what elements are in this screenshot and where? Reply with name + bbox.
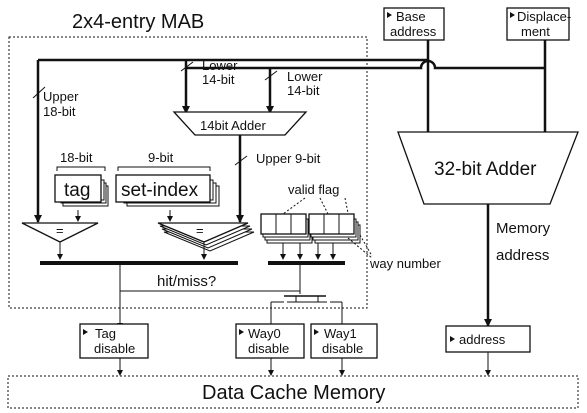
address-register: address [445,325,531,353]
tag-comparator-eq: = [56,223,64,238]
adder-32bit-label: 32-bit Adder [434,159,537,180]
way0-disable-register: Way0 disable [235,323,305,359]
base-address-register: Base address [383,7,445,41]
mab-boundary [8,36,368,309]
bits18-label: 18-bit [60,150,93,165]
tag-comparator [21,222,99,243]
way1-disable-label-2: disable [322,341,363,356]
lower14-label-b2: 14-bit [287,83,320,98]
way0-disable-label-2: disable [248,341,289,356]
address-register-label: address [459,332,506,347]
way1-disable-label-1: Way1 [324,326,357,341]
adder-14bit [172,111,308,136]
adder-32bit [397,131,579,205]
bits9-label: 9-bit [148,150,174,165]
set-index-comparator [157,222,249,243]
way-number-label: way number [369,256,441,271]
tag-label: tag [64,180,90,201]
adder-14bit-label: 14bit Adder [200,118,266,133]
lower14-label-a2: 14-bit [202,72,235,87]
tag-disable-label-1: Tag [95,326,116,341]
lower14-label-a1: Lower [202,58,238,73]
memory-address-label-2: address [496,247,549,264]
base-address-label-2: address [390,24,437,39]
tag-disable-label-2: disable [94,341,135,356]
mab-title: 2x4-entry MAB [72,11,204,33]
memory-address-label-1: Memory [496,220,551,237]
lower14-label-b1: Lower [287,69,323,84]
displacement-label-2: ment [521,24,550,39]
valid-flag-label: valid flag [288,182,339,197]
displacement-register: Displace- ment [506,7,571,41]
valid-flag-array [260,213,361,244]
set-index-label: set-index [121,180,199,201]
upper18-label-2: 18-bit [43,104,76,119]
displacement-label-1: Displace- [517,9,571,24]
upper9-label: Upper 9-bit [256,151,321,166]
set-index-comparator-eq: = [196,223,204,238]
tag-entry [54,174,102,203]
hit-miss-label: hit/miss? [157,273,216,290]
data-cache-label: Data Cache Memory [202,382,385,404]
data-cache-memory [7,375,579,409]
way1-disable-register: Way1 disable [310,323,378,359]
way0-disable-label-1: Way0 [248,326,281,341]
tag-disable-register: Tag disable [79,323,149,359]
upper18-label-1: Upper [43,89,79,104]
set-index-entry [115,174,211,203]
base-address-label-1: Base [396,9,426,24]
